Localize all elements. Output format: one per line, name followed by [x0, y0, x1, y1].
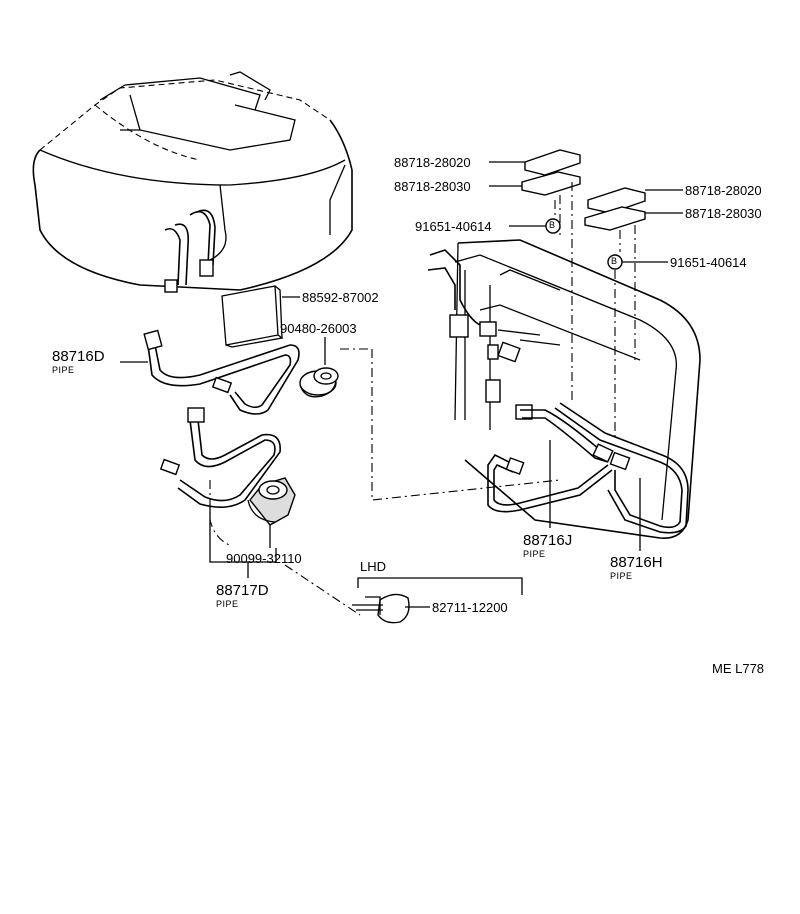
clamp-88718-b: [584, 187, 646, 231]
label-88718-28030-a: 88718-28030: [394, 179, 471, 194]
grommet-90480: [299, 367, 339, 398]
diagram-code: ME L778: [712, 661, 765, 676]
label-88718-28020-b: 88718-28020: [685, 183, 762, 198]
label-91651-40614-a: 91651-40614: [415, 219, 492, 234]
pipe-88716J: [487, 409, 614, 513]
label-88716H: 88716H: [610, 554, 663, 571]
label-88718-28030-b: 88718-28030: [685, 206, 762, 221]
label-88716J-pipe: PIPE: [523, 549, 546, 559]
label-82711-12200: 82711-12200: [432, 600, 508, 615]
label-88718-28020-a: 88718-28020: [394, 155, 471, 170]
tank-hoses: [164, 209, 216, 293]
pipe-88717D: [159, 407, 281, 508]
cap-90099: [247, 477, 296, 526]
label-88717D-pipe: PIPE: [216, 599, 239, 609]
label-90099-32110: 90099-32110: [226, 551, 302, 566]
right-assembly: [427, 239, 701, 539]
part-82711: [352, 593, 410, 624]
clamp-88718-a: [521, 149, 581, 196]
leader-lines: [120, 161, 683, 608]
label-88716D-pipe: PIPE: [52, 365, 75, 375]
badge-b1-letter: B: [549, 220, 556, 230]
label-88716H-pipe: PIPE: [610, 571, 633, 581]
label-88592-87002: 88592-87002: [302, 290, 379, 305]
pad-88592: [221, 285, 284, 348]
label-90480-26003: 90480-26003: [280, 321, 357, 336]
pipe-88716H: [554, 402, 689, 534]
label-lhd: LHD: [360, 559, 387, 574]
label-88716D: 88716D: [52, 348, 105, 365]
badge-b2-letter: B: [611, 256, 618, 266]
pipe-88716D: [143, 329, 300, 415]
label-91651-40614-b: 91651-40614: [670, 255, 747, 270]
label-88716J: 88716J: [523, 532, 573, 549]
fuel-tank: [32, 71, 353, 291]
label-88717D: 88717D: [216, 582, 269, 599]
